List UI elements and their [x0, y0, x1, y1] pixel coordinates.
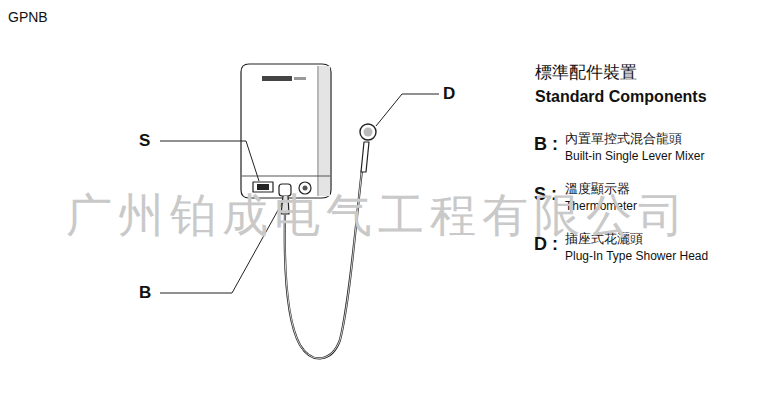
callout-letter: B	[139, 284, 151, 303]
shower-handle	[361, 142, 369, 172]
watermark: 广州铂成电气工程有限公司	[66, 190, 690, 241]
brand-logo	[294, 77, 306, 80]
callout-letter: D	[443, 85, 455, 104]
section-heading: Standard Components	[535, 88, 707, 106]
leader-line	[376, 94, 439, 126]
shower-head	[360, 124, 376, 140]
callout-letter: S	[139, 132, 150, 151]
model-title: GPNB	[8, 10, 48, 25]
heater-body	[241, 64, 331, 198]
section-heading: 標準配件裝置	[535, 64, 637, 83]
leader-line	[160, 141, 259, 181]
component-name: Plug-In Type Shower Head	[565, 250, 708, 263]
component-letter: B :	[534, 135, 558, 155]
brand-logo	[262, 76, 292, 81]
shower-head-face	[364, 128, 373, 137]
component-name: Built-in Single Lever Mixer	[565, 150, 704, 163]
heater-panel-line	[242, 175, 330, 176]
component-name: 內置單控式混合龍頭	[565, 132, 682, 146]
